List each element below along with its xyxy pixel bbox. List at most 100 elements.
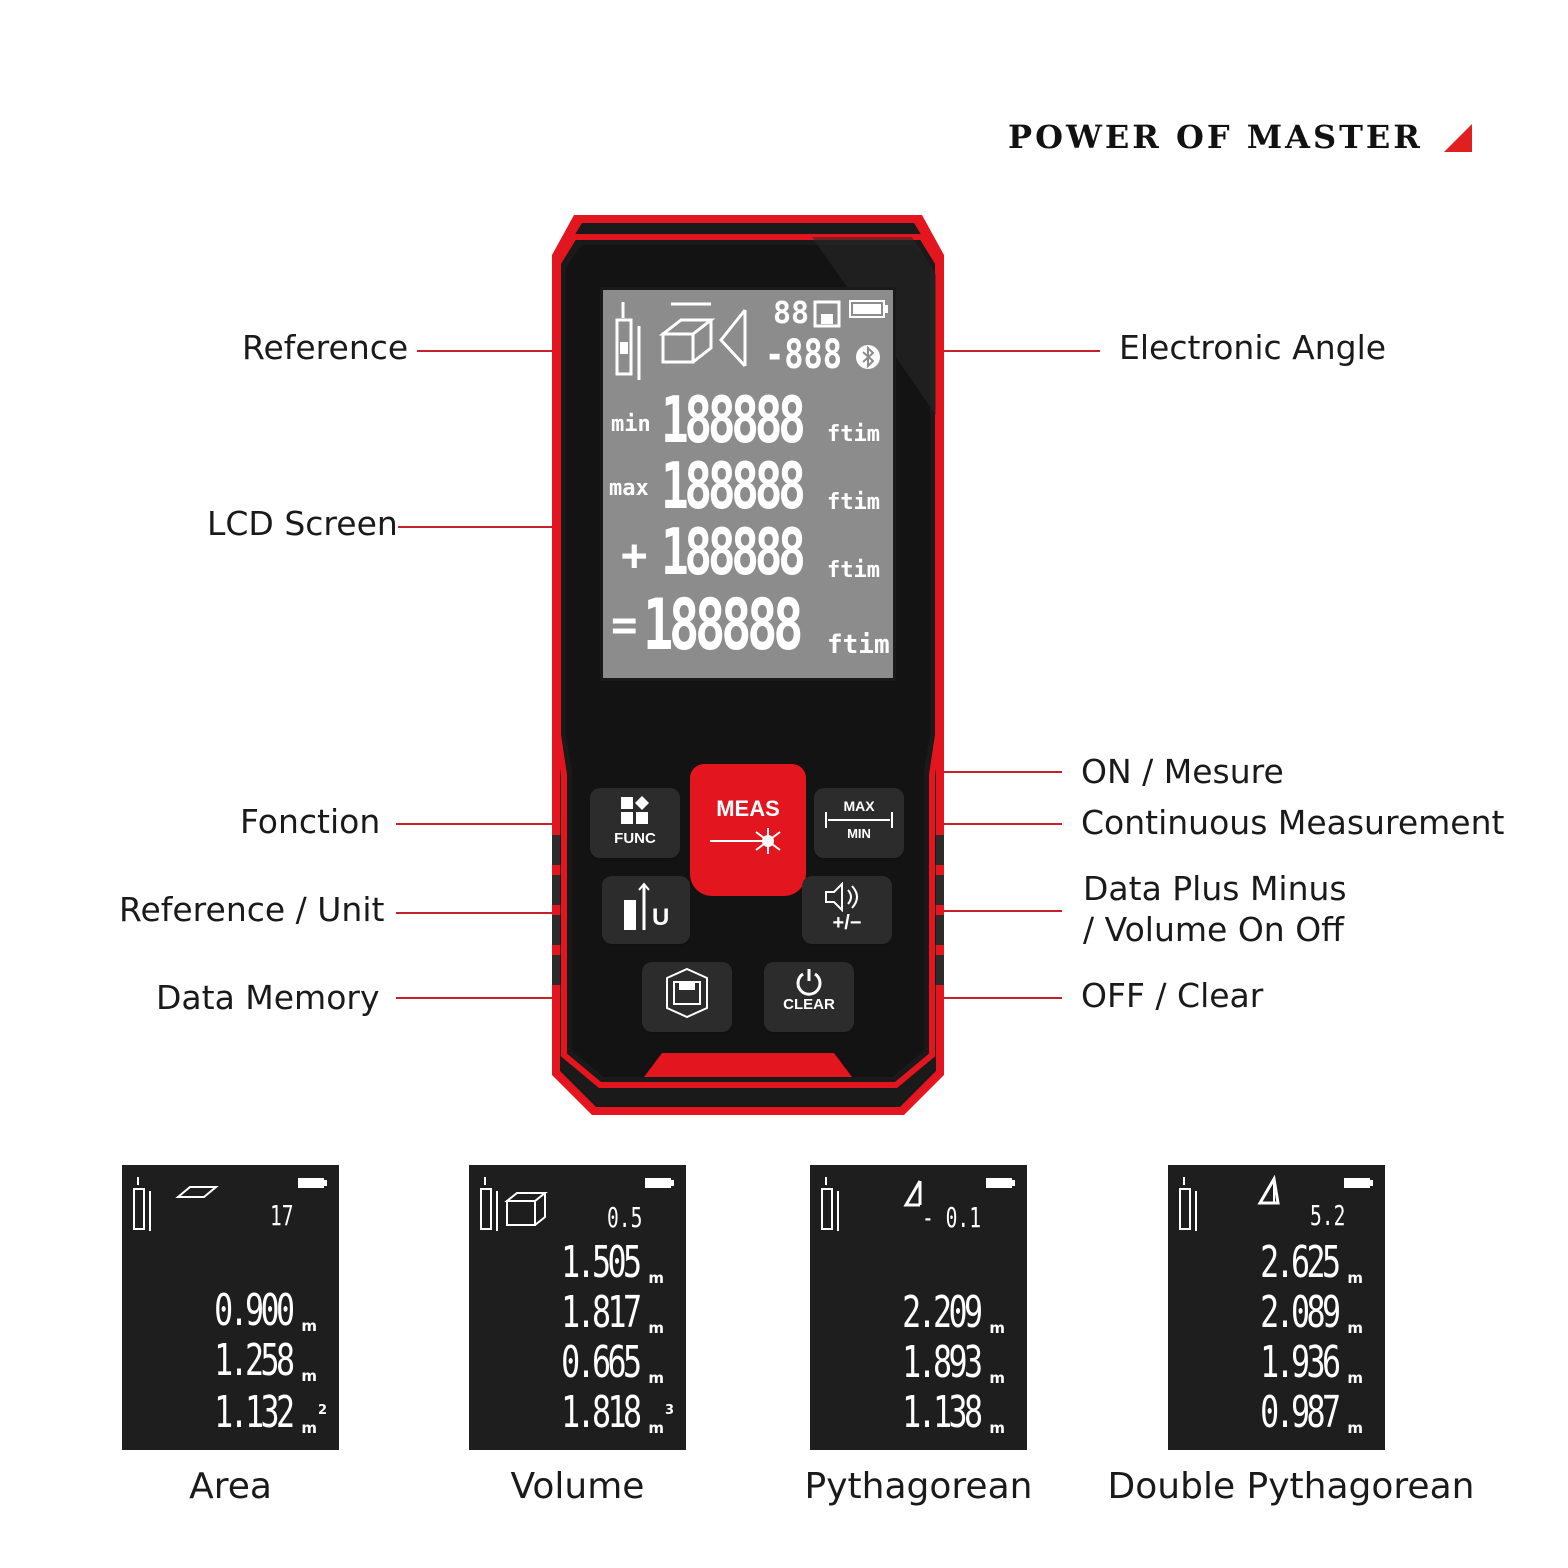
meas-button[interactable]: MEAS: [690, 764, 806, 896]
callout-off-clear: OFF / Clear: [1081, 976, 1264, 1015]
callout-plus-minus-1: Data Plus Minus: [1083, 869, 1347, 908]
double-pythagorean-value-2: 2.089: [1259, 1287, 1341, 1338]
pythagorean-value-1: 2.209: [901, 1287, 983, 1338]
area-parallelogram-icon: [133, 1177, 219, 1231]
reference-unit-button[interactable]: U: [602, 876, 690, 944]
double-pythagorean-value-1: 2.625: [1259, 1237, 1341, 1288]
function-grid-icon: [621, 796, 649, 824]
double-pythagorean-value-3: 1.936: [1259, 1337, 1341, 1388]
plus-minus-label: +/−: [832, 912, 862, 934]
area-unit-3: m: [301, 1419, 317, 1437]
brand-triangle-icon: [1444, 124, 1472, 152]
volume-value-1: 1.505: [560, 1237, 642, 1288]
leader-fonction: [396, 823, 592, 825]
leader-continuous: [910, 823, 1062, 825]
volume-value-4: 1.818: [560, 1387, 642, 1438]
double-pythagorean-top-value: 5.2: [1310, 1199, 1346, 1232]
volume-unit-2: m: [648, 1319, 664, 1337]
leader-off-clear: [856, 997, 1062, 999]
callout-electronic-angle: Electronic Angle: [1119, 328, 1387, 367]
area-superscript: 2: [317, 1403, 327, 1418]
pythagorean-value-3: 1.138: [901, 1387, 983, 1438]
pythagorean-unit-3: m: [989, 1419, 1005, 1437]
callout-continuous-measurement: Continuous Measurement: [1081, 803, 1505, 842]
mode-screen-volume: 0.5 1.505 m 1.817 m 0.665 m 1.818 m 3: [469, 1165, 686, 1450]
lcd-row-unit-plus: ftim: [827, 558, 880, 583]
power-icon: [796, 969, 822, 996]
leader-reference-unit: [396, 912, 606, 914]
lcd-screen: 88 -888 min 188888 ftim max 188888 ftim …: [600, 287, 896, 681]
reference-unit-icon: [624, 882, 650, 930]
lcd-row-unit-max: ftim: [827, 490, 880, 515]
max-label: MAX: [843, 798, 875, 814]
leader-lcd-screen: [398, 526, 626, 528]
caption-area: Area: [189, 1466, 272, 1507]
lcd-row-unit-equals: ftim: [827, 630, 890, 660]
pythagorean-value-2: 1.893: [901, 1337, 983, 1388]
double-pythagorean-unit-4: m: [1347, 1419, 1363, 1437]
pythagorean-top-value: - 0.1: [922, 1201, 982, 1234]
lcd-row-digits-plus: 188888: [661, 516, 806, 590]
volume-value-2: 1.817: [560, 1287, 642, 1338]
double-pythagorean-unit-3: m: [1347, 1369, 1363, 1387]
volume-cube-icon: [480, 1177, 548, 1231]
area-top-value: 17: [270, 1199, 294, 1232]
volume-top-value: 0.5: [607, 1201, 643, 1234]
volume-value-3: 0.665: [560, 1337, 642, 1388]
lcd-row-prefix-max: max: [609, 476, 649, 501]
lcd-row-digits-max: 188888: [661, 450, 806, 524]
caption-pythagorean: Pythagorean: [804, 1466, 1033, 1507]
lcd-row-digits-equals: 188888: [643, 584, 803, 666]
memory-save-icon: [666, 968, 708, 1018]
laser-icon: [710, 828, 781, 854]
plus-minus-button[interactable]: +/−: [802, 876, 892, 944]
data-memory-button[interactable]: [642, 962, 732, 1032]
battery-icon: [298, 1178, 327, 1188]
pythagorean-unit-1: m: [989, 1319, 1005, 1337]
lcd-row-prefix-plus: +: [621, 530, 648, 581]
mode-screen-pythagorean: - 0.1 2.209 m 1.893 m 1.138 m: [810, 1165, 1027, 1450]
pythagorean-unit-2: m: [989, 1369, 1005, 1387]
battery-icon: [986, 1178, 1015, 1188]
reference-icon: [615, 302, 641, 380]
area-value-3: 1.132: [213, 1387, 295, 1438]
battery-icon: [849, 300, 888, 318]
range-arrow-icon: [825, 812, 893, 828]
battery-icon: [645, 1178, 674, 1188]
clear-label: CLEAR: [783, 996, 835, 1013]
area-unit-2: m: [301, 1367, 317, 1385]
func-label: FUNC: [614, 830, 656, 847]
lcd-row-prefix-equals: =: [611, 600, 638, 651]
mode-screen-double-pythagorean: 5.2 2.625 m 2.089 m 1.936 m 0.987 m: [1168, 1165, 1385, 1450]
unit-label: U: [652, 904, 670, 931]
callout-reference: Reference: [242, 328, 409, 367]
max-min-button[interactable]: MAX MIN: [814, 788, 904, 858]
callout-data-memory: Data Memory: [156, 978, 380, 1017]
leader-plus-minus: [896, 910, 1062, 912]
func-button[interactable]: FUNC: [590, 788, 680, 858]
area-unit-1: m: [301, 1317, 317, 1335]
lcd-memory-counter: 88: [773, 296, 810, 331]
double-pythagorean-unit-2: m: [1347, 1319, 1363, 1337]
area-value-2: 1.258: [213, 1335, 295, 1386]
mode-screen-area: 17 0.900 m 1.258 m 1.132 m 2: [122, 1165, 339, 1450]
lcd-angle-readout: -888: [765, 332, 843, 378]
caption-double-pythagorean: Double Pythagorean: [1107, 1466, 1475, 1507]
pythagorean-triangle-icon: [821, 1177, 922, 1231]
double-pythagorean-unit-1: m: [1347, 1269, 1363, 1287]
caption-volume: Volume: [510, 1466, 645, 1507]
volume-unit-3: m: [648, 1369, 664, 1387]
callout-reference-unit: Reference / Unit: [119, 890, 385, 929]
lcd-row-digits-min: 188888: [661, 384, 806, 458]
leader-electronic-angle: [866, 350, 1100, 352]
area-value-1: 0.900: [213, 1285, 295, 1336]
double-pythagorean-value-4: 0.987: [1259, 1387, 1341, 1438]
speaker-icon: [825, 882, 858, 912]
callout-plus-minus-2: / Volume On Off: [1083, 910, 1344, 949]
brand-title: POWER OF MASTER: [1008, 118, 1423, 156]
bluetooth-icon: [856, 345, 880, 369]
off-clear-button[interactable]: CLEAR: [764, 962, 854, 1032]
callout-lcd-screen: LCD Screen: [207, 504, 398, 543]
battery-icon: [1344, 1178, 1373, 1188]
lcd-row-unit-min: ftim: [827, 422, 880, 447]
